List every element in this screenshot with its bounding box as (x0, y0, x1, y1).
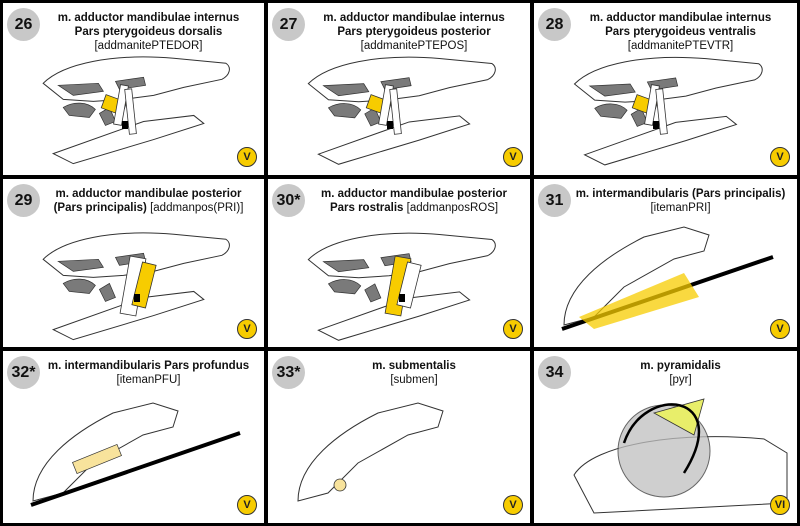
muscle-abbreviation: [addmanitePTEDOR] (94, 40, 203, 52)
muscle-abbreviation: [addmanitePTEVTR] (627, 40, 734, 52)
cranial-nerve-badge: V (770, 147, 790, 167)
muscle-diagram (561, 226, 774, 331)
muscle-abbreviation: [itemanPRI] (650, 202, 711, 214)
panel-number-badge: 31 (538, 184, 571, 217)
panel-number-badge: 27 (272, 8, 305, 41)
cranial-nerve-badge: VI (770, 495, 790, 515)
cranial-nerve-badge: V (770, 319, 790, 339)
muscle-panel: 32* m. intermandibularis Pars profundus [i… (3, 351, 264, 523)
muscle-name: m. submentalis (372, 360, 456, 372)
muscle-name: m. adductor mandibulae internus (57, 12, 240, 24)
cranial-nerve-badge: V (503, 495, 523, 515)
muscle-diagram (573, 56, 763, 166)
muscle-part-name: Pars rostralis [addmanposROS] (329, 202, 499, 214)
panel-number-badge: 34 (538, 356, 571, 389)
muscle-name: m. adductor mandibulae posterior (321, 188, 507, 200)
muscle-title: m. submentalis [submen] (304, 359, 524, 387)
muscle-name: m. pyramidalis (640, 360, 721, 372)
muscle-title: m. pyramidalis [pyr] (570, 359, 791, 387)
panel-number-badge: 32* (7, 356, 40, 389)
panel-number-badge: 30* (272, 184, 305, 217)
muscle-diagram (573, 398, 788, 514)
muscle-title: m. intermandibularis (Pars principalis) [… (570, 187, 791, 215)
panel-number-badge: 33* (272, 356, 305, 389)
cranial-nerve-badge: V (237, 319, 257, 339)
muscle-part-name: Pars pterygoideus ventralis (605, 26, 756, 38)
muscle-abbreviation: [itemanPFU] (116, 374, 181, 386)
muscle-name: m. intermandibularis Pars profundus (47, 360, 250, 372)
muscle-abbreviation: [addmanitePTEPOS] (360, 40, 468, 52)
muscle-diagram (30, 402, 241, 507)
muscle-panel: 33* m. submentalis [submen] V (268, 351, 530, 523)
panel-number-badge: 28 (538, 8, 571, 41)
muscle-part-name: (Pars principalis) [addmanpos(PRI)] (53, 202, 244, 214)
muscle-panel: 34 m. pyramidalis [pyr] VI (534, 351, 797, 523)
muscle-title: m. intermandibularis Pars profundus [item… (39, 359, 258, 387)
muscle-name: m. adductor mandibulae internus (323, 12, 505, 24)
cranial-nerve-badge: V (503, 147, 523, 167)
muscle-diagram (297, 402, 444, 502)
muscle-abbreviation: [addmanpos(PRI)] (146, 202, 244, 214)
muscle-diagram (307, 232, 496, 341)
panel-number-badge: 29 (7, 184, 40, 217)
muscle-name: m. adductor mandibulae posterior (55, 188, 242, 200)
muscle-abbreviation: [addmanposROS] (403, 202, 499, 214)
cranial-nerve-badge: V (503, 319, 523, 339)
muscle-diagram (42, 232, 230, 341)
cranial-nerve-badge: V (237, 495, 257, 515)
muscle-name: m. intermandibularis (Pars principalis) (575, 188, 786, 200)
muscle-diagram (307, 56, 496, 165)
muscle-part-name: Pars pterygoideus dorsalis (74, 26, 223, 38)
cranial-nerve-badge: V (237, 147, 257, 167)
muscle-diagram (42, 56, 230, 165)
muscle-abbreviation: [submen] (390, 374, 438, 386)
panel-number-badge: 26 (7, 8, 40, 41)
muscle-abbreviation: [pyr] (669, 374, 692, 386)
muscle-panel: 29 m. adductor mandibulae posterior (Pars … (3, 179, 264, 347)
muscle-part-name: Pars pterygoideus posterior (337, 26, 491, 38)
muscle-name: m. adductor mandibulae internus (589, 12, 772, 24)
muscle-title: m. adductor mandibulae posterior (Pars pr… (39, 187, 258, 215)
